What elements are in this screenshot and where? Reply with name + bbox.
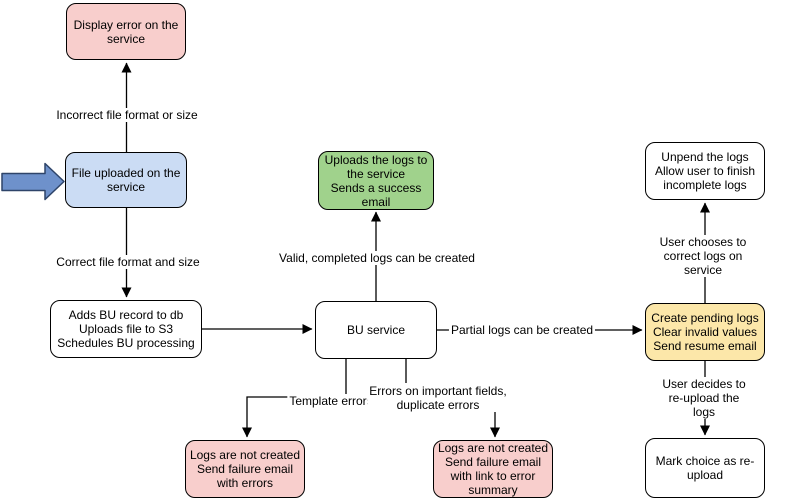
edge-label-valid-logs: Valid, completed logs can be created: [277, 251, 477, 265]
edge-label-incorrect-format: Incorrect file format or size: [54, 108, 200, 122]
node-display-error: Display error on the service: [66, 3, 186, 60]
node-create-pending-logs: Create pending logs Clear invalid values…: [645, 303, 765, 361]
edge-label-correct-format: Correct file format and size: [54, 255, 202, 269]
edge-label-user-reuploads: User decides to re-upload the logs: [655, 377, 753, 419]
node-adds-bu-record: Adds BU record to db Uploads file to S3 …: [50, 300, 202, 358]
edge-label-template-errors: Template errors: [287, 394, 375, 408]
node-logs-failure-errors: Logs are not created Send failure email …: [185, 440, 305, 498]
edge-label-partial-logs: Partial logs can be created: [448, 323, 596, 337]
node-logs-failure-summary: Logs are not created Send failure email …: [433, 440, 553, 498]
node-uploads-logs-success: Uploads the logs to the service Sends a …: [318, 151, 434, 210]
node-unpend-logs: Unpend the logs Allow user to finish inc…: [645, 142, 765, 200]
edge-label-user-corrects: User chooses to correct logs on service: [654, 235, 752, 277]
edge-label-field-errors: Errors on important fields, duplicate er…: [367, 384, 509, 412]
entry-arrow-icon: [1, 162, 65, 201]
node-bu-service: BU service: [315, 301, 437, 359]
node-mark-reupload: Mark choice as re- upload: [645, 438, 765, 498]
node-file-uploaded: File uploaded on the service: [65, 152, 187, 208]
